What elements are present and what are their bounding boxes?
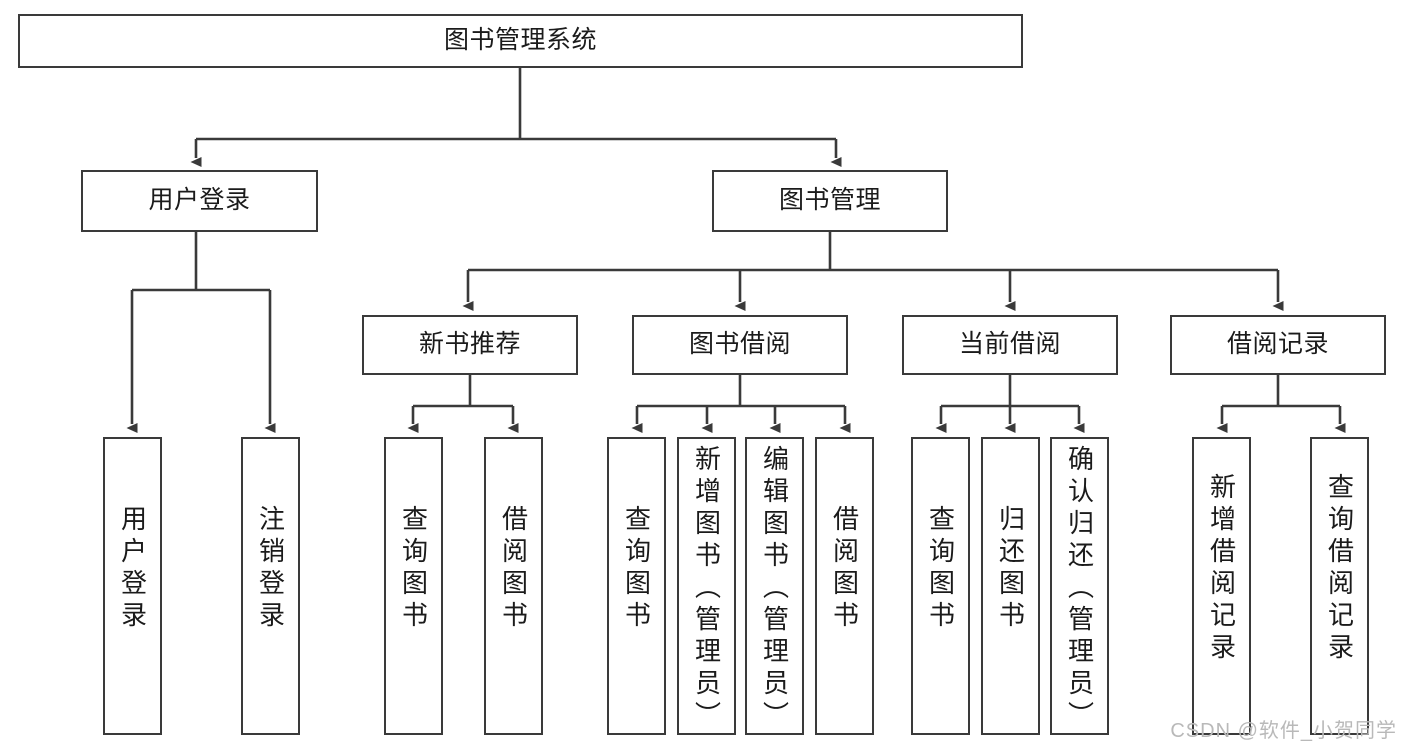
node-borrow-record-label: 借阅记录: [1226, 330, 1329, 359]
leaf-add-book[interactable]: 新增图书（管理员）: [677, 437, 736, 735]
node-user-login[interactable]: 用户登录: [81, 170, 318, 232]
leaf-borrow-book-2[interactable]: 借阅图书: [815, 437, 874, 735]
leaf-edit-book[interactable]: 编辑图书（管理员）: [745, 437, 804, 735]
node-book-manage[interactable]: 图书管理: [712, 170, 948, 232]
node-book-manage-label: 图书管理: [778, 186, 881, 215]
node-book-borrow[interactable]: 图书借阅: [632, 315, 848, 375]
leaf-query-record[interactable]: 查询借阅记录: [1310, 437, 1369, 735]
node-new-book-rec[interactable]: 新书推荐: [362, 315, 578, 375]
node-borrow-record[interactable]: 借阅记录: [1170, 315, 1386, 375]
node-root-label: 图书管理系统: [443, 26, 597, 55]
leaf-query-book-2-label: 查询图书: [621, 505, 652, 633]
leaf-query-book-1[interactable]: 查询图书: [384, 437, 443, 735]
leaf-add-book-label: 新增图书（管理员）: [691, 445, 722, 733]
leaf-confirm-return[interactable]: 确认归还（管理员）: [1050, 437, 1109, 735]
leaf-borrow-book-1-label: 借阅图书: [498, 505, 529, 633]
leaf-query-book-3[interactable]: 查询图书: [911, 437, 970, 735]
leaf-add-record-label: 新增借阅记录: [1206, 473, 1237, 665]
leaf-edit-book-label: 编辑图书（管理员）: [759, 445, 790, 733]
node-user-login-label: 用户登录: [148, 186, 251, 215]
leaf-add-record[interactable]: 新增借阅记录: [1192, 437, 1251, 735]
leaf-confirm-return-label: 确认归还（管理员）: [1064, 445, 1095, 733]
leaf-return-book-label: 归还图书: [995, 505, 1026, 633]
node-root[interactable]: 图书管理系统: [18, 14, 1023, 68]
leaf-query-book-2[interactable]: 查询图书: [607, 437, 666, 735]
node-book-borrow-label: 图书借阅: [688, 330, 791, 359]
leaf-logout[interactable]: 注销登录: [241, 437, 300, 735]
leaf-return-book[interactable]: 归还图书: [981, 437, 1040, 735]
leaf-query-record-label: 查询借阅记录: [1324, 473, 1355, 665]
leaf-user-login[interactable]: 用户登录: [103, 437, 162, 735]
node-current-borrow[interactable]: 当前借阅: [902, 315, 1118, 375]
leaf-borrow-book-1[interactable]: 借阅图书: [484, 437, 543, 735]
leaf-user-login-label: 用户登录: [117, 505, 148, 633]
leaf-query-book-3-label: 查询图书: [925, 505, 956, 633]
leaf-query-book-1-label: 查询图书: [398, 505, 429, 633]
leaf-logout-label: 注销登录: [255, 505, 286, 633]
csdn-watermark: CSDN @软件_小贺同学: [1170, 720, 1397, 742]
node-current-borrow-label: 当前借阅: [958, 330, 1061, 359]
leaf-borrow-book-2-label: 借阅图书: [829, 505, 860, 633]
node-new-book-rec-label: 新书推荐: [418, 330, 521, 359]
